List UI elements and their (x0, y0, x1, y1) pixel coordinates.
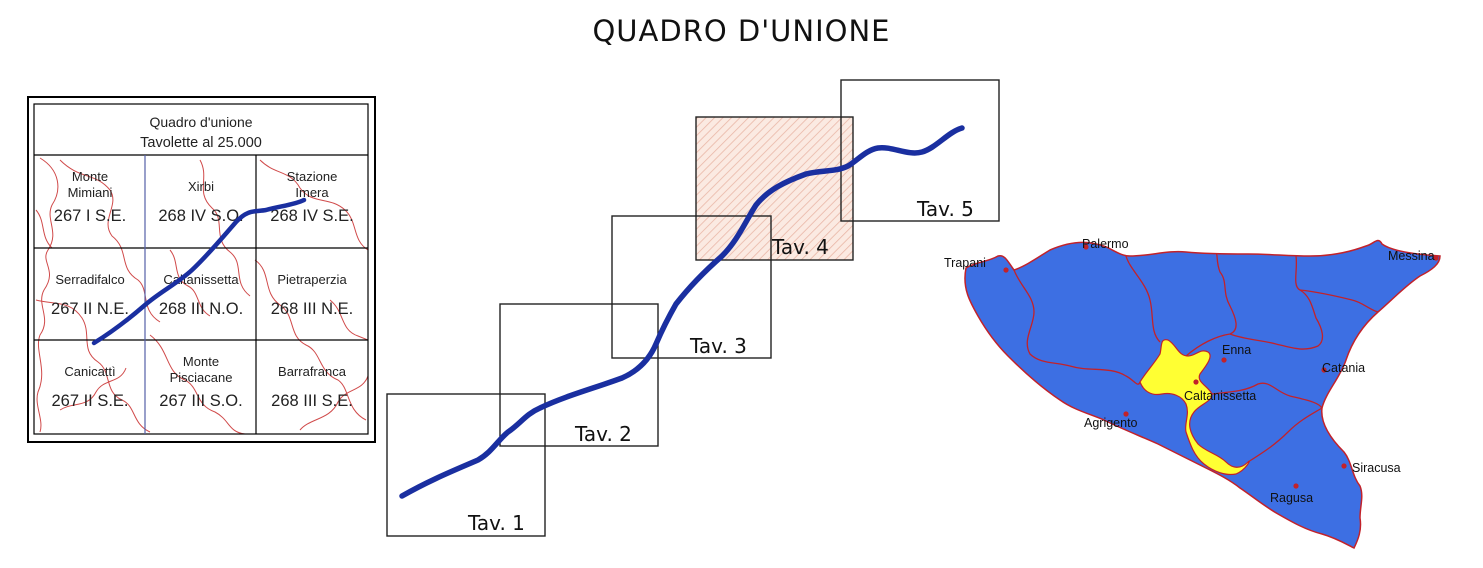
grid-cell-code: 268 IV S.E. (270, 207, 353, 225)
sheet-tav-5[interactable] (840, 79, 1000, 222)
grid-cell-code: 268 III N.E. (271, 300, 354, 318)
city-label: Catania (1322, 361, 1365, 375)
city-labels: Trapani PalermoMessinaEnnaCataniaCaltanis… (944, 237, 1435, 505)
index-grid-header-line1: Quadro d'unione (149, 114, 252, 130)
grid-cell-name: Monte (72, 169, 108, 184)
grid-cell-code: 267 II S.E. (51, 392, 128, 410)
city-marker (1083, 244, 1089, 250)
city-marker (1293, 483, 1299, 489)
grid-cell-name: Barrafranca (278, 364, 347, 379)
grid-cell-name: Xirbi (188, 179, 214, 194)
grid-cell-code: 267 I S.E. (54, 207, 126, 225)
city-label: Palermo (1082, 237, 1129, 251)
city-marker (1321, 367, 1327, 373)
sheet-tav-3-label: Tav. 3 (689, 334, 747, 358)
grid-cell-name: Canicattì (64, 364, 115, 379)
grid-cell-name: Imera (295, 185, 329, 200)
sheet-tav-2[interactable] (499, 303, 659, 447)
city-label: Messina (1388, 249, 1435, 263)
index-grid-header-line2: Tavolette al 25.000 (140, 135, 262, 151)
index-grid-route (91, 197, 307, 346)
city-markers (1003, 244, 1439, 489)
index-grid-boundaries (35, 157, 368, 434)
grid-cell-code: 268 III N.O. (159, 300, 243, 318)
city-marker (1433, 255, 1439, 261)
city-marker (1193, 379, 1199, 385)
city-label: Agrigento (1084, 416, 1138, 430)
grid-cell-code: 268 IV S.O. (158, 207, 243, 225)
grid-cell-code: 267 III S.O. (159, 392, 242, 410)
sheet-tav-4[interactable] (695, 116, 854, 261)
caltanissetta-province (1139, 339, 1250, 476)
grid-cell-name: Stazione (287, 169, 338, 184)
city-marker (1221, 357, 1227, 363)
province-borders (1013, 253, 1379, 463)
sheet-tav-3[interactable] (611, 215, 772, 359)
sheet-tav-2-label: Tav. 2 (574, 422, 632, 446)
sheet-tav-4-label: Tav. 4 (771, 235, 829, 259)
route-line (399, 125, 965, 499)
city-marker (1003, 267, 1009, 273)
city-label: Enna (1222, 343, 1251, 357)
sheet-tav-1-label: Tav. 1 (467, 511, 525, 535)
city-marker (1123, 411, 1129, 417)
index-grid-lines (33, 103, 369, 435)
city-label: Siracusa (1352, 461, 1401, 475)
index-grid: Quadro d'unione Tavolette al 25.000 Mont… (27, 96, 376, 443)
page-title: QUADRO D'UNIONE (592, 14, 891, 48)
city-label: Ragusa (1270, 491, 1313, 505)
grid-cell-name: Pietraperzia (277, 272, 347, 287)
grid-cell-name: Pisciacane (170, 370, 233, 385)
grid-cell-name: Monte (183, 354, 219, 369)
sheet-tav-5-label: Tav. 5 (916, 197, 974, 221)
grid-cell-code: 268 III S.E. (271, 392, 353, 410)
city-marker (1341, 463, 1347, 469)
grid-cell-name: Mimiani (68, 185, 113, 200)
city-label: Trapani (944, 256, 986, 270)
grid-cell-code: 267 II N.E. (51, 300, 129, 318)
grid-cell-name: Serradifalco (55, 272, 124, 287)
sicily-map: Trapani PalermoMessinaEnnaCataniaCaltanis… (944, 237, 1441, 550)
sheet-index: Tav. 1 Tav. 2 Tav. 3 Tav. 4 Tav. 5 (386, 79, 1000, 537)
city-label: Caltanissetta (1184, 389, 1256, 403)
sheet-tav-1[interactable] (386, 393, 546, 537)
